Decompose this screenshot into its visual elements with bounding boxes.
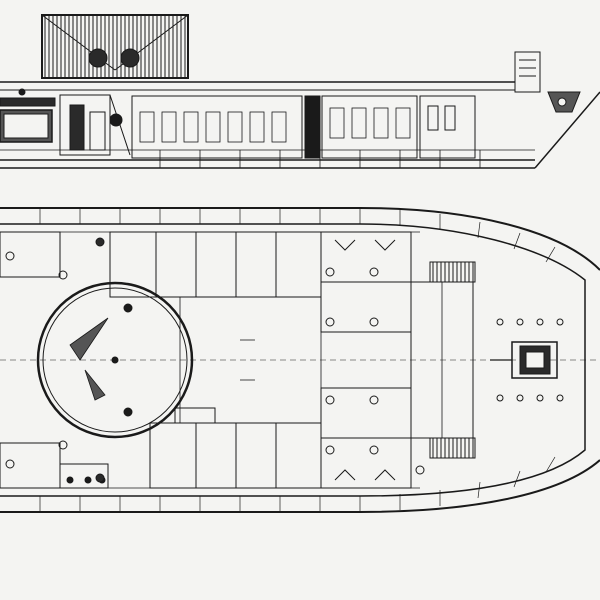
turntable <box>36 281 194 439</box>
bow-windlass <box>514 51 581 113</box>
funnel-casing <box>304 95 321 159</box>
top-skylight-housing <box>41 14 189 79</box>
cabin-row-aft <box>131 95 303 159</box>
cabins-port <box>58 231 322 298</box>
cabins-starboard <box>58 407 322 489</box>
deck-plan <box>0 207 600 513</box>
boiler <box>0 88 56 143</box>
side-elevation <box>0 14 600 169</box>
engine-machinery <box>59 94 131 156</box>
frame-ticks <box>39 208 556 512</box>
hull-outline-outer <box>0 207 600 513</box>
cabin-row-fore <box>321 95 476 159</box>
central-saloon <box>179 296 322 424</box>
deck-fittings <box>496 318 564 402</box>
winch-drum-icon <box>88 48 108 68</box>
bow-windlass-plan <box>490 341 558 379</box>
winch-drum-icon <box>120 48 140 68</box>
forecastle-stores <box>410 261 476 475</box>
